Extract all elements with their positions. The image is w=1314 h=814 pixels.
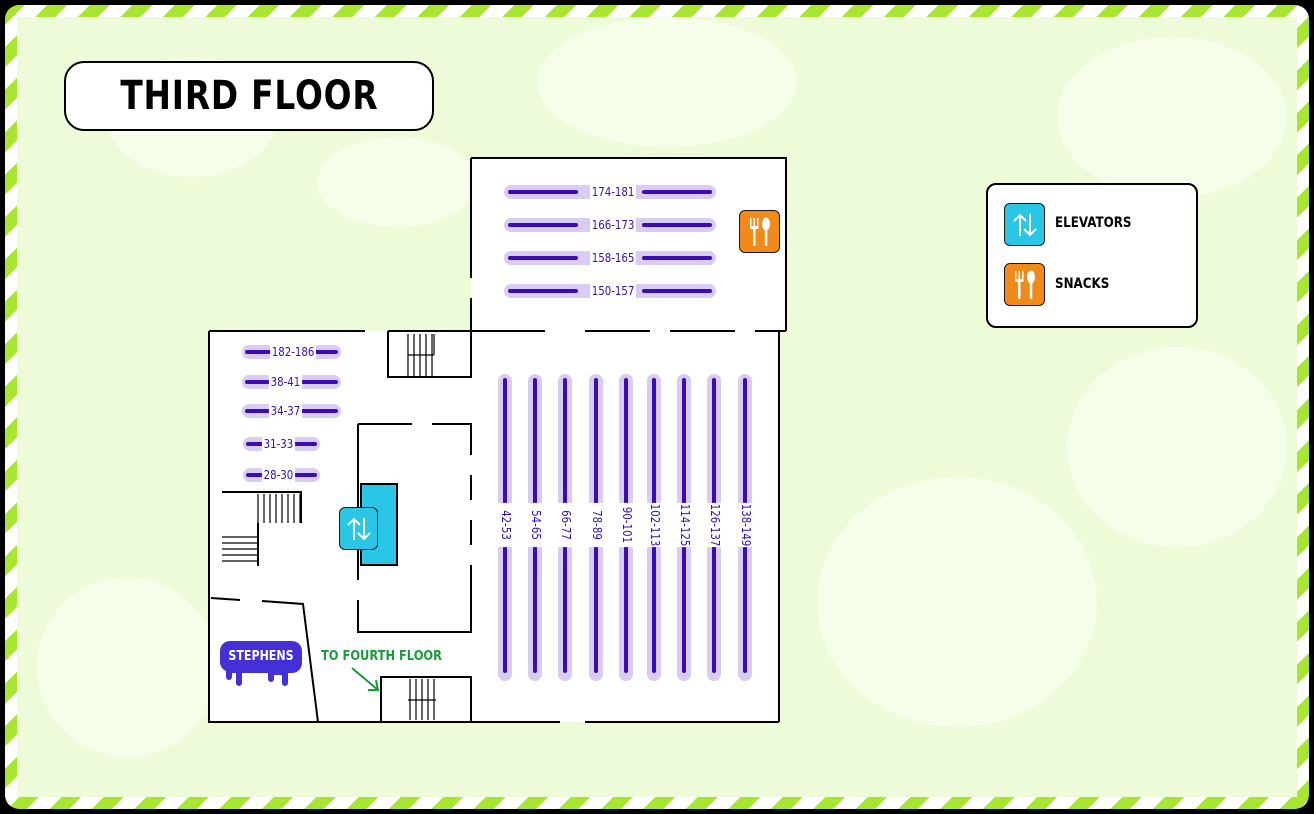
shelf-label: 102-113 — [647, 502, 663, 548]
stephens-label: STEPHENS — [228, 649, 294, 664]
legend-snacks-label: SNACKS — [1055, 276, 1110, 292]
shelf-left-wing: 31-33 — [243, 437, 320, 451]
shelf-label: 114-125 — [677, 502, 693, 548]
shelf-main-hall: 78-89 — [589, 374, 605, 681]
shelf-label: 166-173 — [590, 218, 637, 232]
shelf-label: 182-186 — [270, 345, 317, 359]
shelf-label: 150-157 — [590, 284, 637, 298]
shelf-left-wing: 28-30 — [243, 468, 320, 482]
shelf-main-hall: 102-113 — [647, 374, 663, 681]
shelf-label: 34-37 — [268, 404, 302, 418]
legend-snacks-icon — [1004, 263, 1045, 306]
shelf-main-hall: 66-77 — [558, 374, 574, 681]
shelf-left-wing: 182-186 — [242, 345, 341, 359]
shelf-main-hall: 114-125 — [677, 374, 693, 681]
shelf-label: 38-41 — [268, 375, 302, 389]
stephens-room-badge[interactable]: STEPHENS — [218, 639, 304, 687]
shelf-label: 158-165 — [590, 251, 637, 265]
shelf-main-hall: 42-53 — [498, 374, 514, 681]
shelf-top-wing: 166-173 — [504, 218, 716, 232]
to-fourth-floor-arrow — [351, 667, 380, 691]
shelf-main-hall: 90-101 — [619, 374, 635, 681]
shelf-main-hall: 126-137 — [707, 374, 723, 681]
shelf-top-wing: 150-157 — [504, 284, 716, 298]
shelf-label: 54-65 — [528, 502, 544, 548]
shelf-label: 174-181 — [590, 185, 637, 199]
shelf-top-wing: 158-165 — [504, 251, 716, 265]
floor-title: THIRD FLOOR — [119, 73, 379, 119]
shelf-label: 28-30 — [261, 468, 295, 482]
shelf-main-hall: 138-149 — [738, 374, 754, 681]
shelf-label: 31-33 — [261, 437, 295, 451]
shelf-label: 138-149 — [738, 502, 754, 548]
shelf-label: 78-89 — [589, 502, 605, 548]
shelf-top-wing: 174-181 — [504, 185, 716, 199]
elevator-icon[interactable] — [339, 507, 378, 550]
shelf-label: 66-77 — [558, 502, 574, 548]
fork-spoon-icon[interactable] — [739, 210, 780, 253]
shelf-label: 90-101 — [619, 502, 635, 548]
shelf-label: 126-137 — [707, 502, 723, 548]
shelf-left-wing: 38-41 — [242, 375, 341, 389]
shelf-label: 42-53 — [498, 502, 514, 548]
legend-elevator-icon — [1004, 203, 1045, 246]
legend-elevators-label: ELEVATORS — [1055, 215, 1132, 231]
shelf-left-wing: 34-37 — [242, 404, 341, 418]
floor-title-box: THIRD FLOOR — [64, 61, 434, 131]
to-fourth-floor-label[interactable]: TO FOURTH FLOOR — [321, 649, 442, 664]
legend: ELEVATORS SNACKS — [986, 183, 1198, 328]
shelf-main-hall: 54-65 — [528, 374, 544, 681]
